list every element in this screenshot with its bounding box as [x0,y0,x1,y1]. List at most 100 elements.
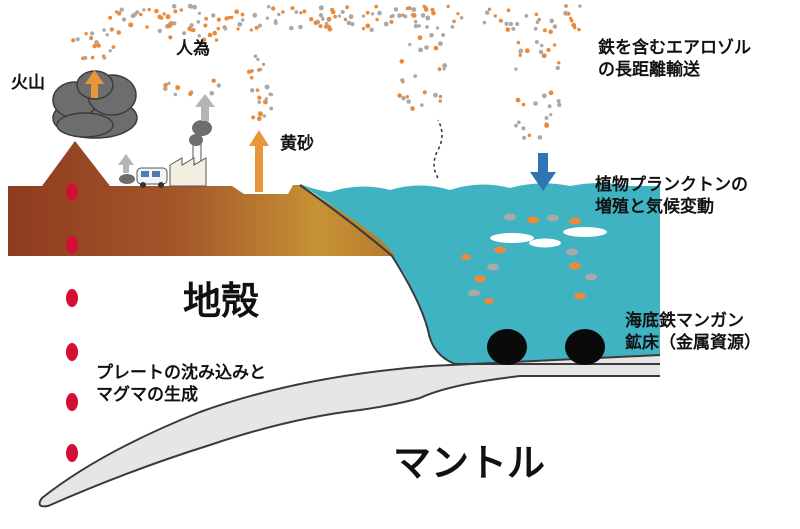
dust-particle [482,20,487,25]
dust-particle [109,27,115,32]
dust-particle [267,5,271,9]
dust-particle [538,49,544,55]
dust-particle [269,106,274,111]
dust-particle [333,14,338,19]
dust-particle [313,20,319,26]
dust-particle [370,12,375,16]
deposition-arrow [530,153,556,191]
dust-particle [411,7,417,12]
dust-particle [324,21,329,26]
dust-particle [549,18,554,24]
dust-particle [424,7,429,12]
dust-particle [537,135,543,140]
dust-particle [179,8,184,12]
dust-particle [83,55,88,61]
dust-particle [265,16,270,20]
dust-particle [508,21,514,27]
dust-particle [249,28,253,32]
dust-particle [234,9,239,14]
dust-particle [154,8,159,14]
dust-particle [361,26,366,31]
dust-particle [452,19,456,24]
dust-particle [397,93,402,98]
dust-particle [204,16,209,21]
label-anthropogenic: 人為 [176,39,210,59]
car-icon [119,167,168,188]
dust-particle [119,7,124,12]
dust-particle [269,92,274,97]
dust-particle [157,28,162,34]
label-subduction-line1: プレートの沈み込みと [96,363,266,383]
label-nodules-line2: 鉱床（金属資源） [625,333,761,353]
label-mantle: マントル [393,441,546,485]
dust-particle [527,133,532,138]
dust-particle [236,27,240,31]
dust-particle [557,61,561,65]
dust-particle [326,16,332,22]
dust-particle [420,13,426,18]
label-plankton: 植物プランクトンの 増殖と気候変動 [595,174,748,218]
dust-particle [121,17,127,22]
dust-particle [389,19,394,24]
dust-particle [422,4,426,8]
dust-particle [257,111,263,117]
label-nodules: 海底鉄マンガン 鉱床（金属資源） [625,310,761,354]
dust-particle [89,36,94,41]
dust-particle [251,115,256,120]
dust-particle [420,103,424,107]
dust-particle [175,85,181,91]
dust-particle [511,26,516,31]
dust-particle [173,92,178,97]
dust-particle [167,81,171,86]
ocean-plankton [461,213,607,304]
dust-particle [111,45,116,49]
dust-particle [516,120,521,125]
dust-particle [516,40,521,45]
dust-particle [350,22,355,27]
dust-particle [102,56,107,60]
dust-particle [524,14,529,18]
dust-particle [577,27,581,32]
dust-particle [393,7,399,12]
dust-particle [548,29,553,35]
dust-particle [522,135,527,140]
dust-particle [147,7,151,12]
dust-particle [405,6,410,11]
dust-particle [498,18,503,23]
dust-particle [365,23,371,29]
dust-particle [493,14,497,18]
dust-particle [383,21,389,27]
aerosol-dust-stream [71,3,582,140]
manganese-nodules [487,329,605,365]
dust-particle [216,83,221,88]
dust-particle [92,43,97,49]
dust-particle [116,30,121,35]
dust-particle [397,13,402,18]
dust-particle [246,69,252,75]
dust-particle [418,47,423,53]
dust-particle [227,15,231,20]
dust-particle [518,53,522,57]
dust-particle [108,15,113,20]
dust-particle [298,24,303,30]
dust-particle [241,18,245,22]
dust-particle [139,12,143,17]
mantle-outline [299,184,660,365]
dust-particle [114,10,119,14]
dust-particle [533,26,538,31]
factory-icon [169,120,212,187]
dust-particle [431,10,436,16]
dust-particle [542,93,547,99]
dust-particle [318,13,324,18]
dust-particle [330,9,336,15]
dust-particle [549,113,553,117]
dust-particle [405,95,409,99]
dust-particle [71,38,76,43]
dust-particle [157,14,162,20]
dust-particle [556,99,561,103]
dust-particle [128,22,134,28]
dust-particle [263,99,268,105]
dust-particle [435,26,440,30]
dust-particle [240,12,245,17]
dust-particle [182,31,187,36]
